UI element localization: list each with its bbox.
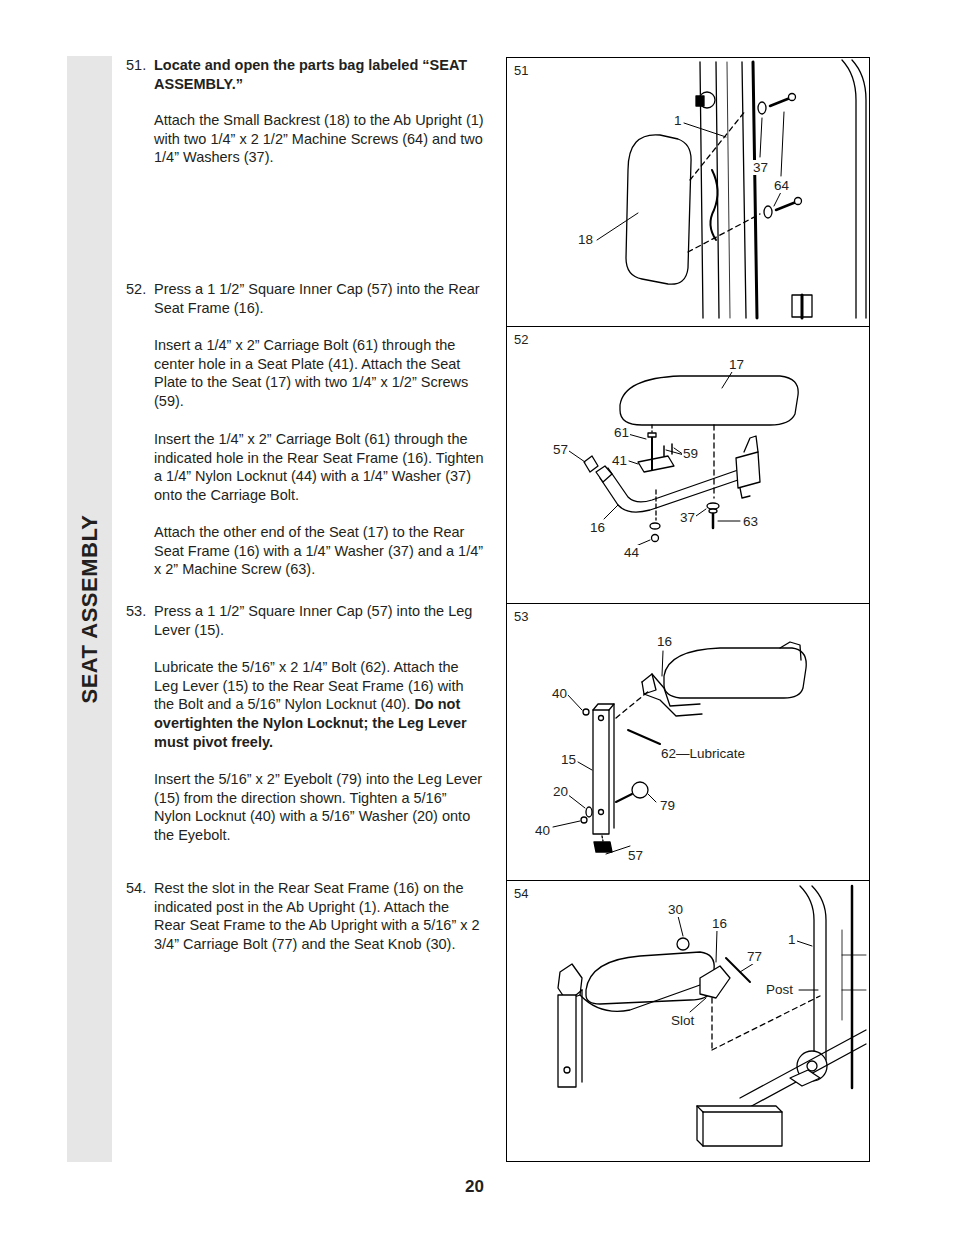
- paragraph: Lubricate the 5/16” x 2 1/4” Bolt (62). …: [154, 658, 484, 752]
- callout-number: Slot: [670, 1013, 695, 1028]
- section-title: SEAT ASSEMBLY: [77, 514, 103, 703]
- step-instruction: Attach the other end of the Seat (17) to…: [154, 523, 484, 579]
- callout-number: 16: [589, 520, 606, 535]
- step-instruction: Insert the 5/16” x 2” Eyebolt (79) into …: [154, 770, 484, 845]
- callout-number: 20: [552, 784, 569, 799]
- step-number: 52.: [126, 280, 146, 299]
- callout-number: 57: [627, 848, 644, 863]
- step-instruction: Rest the slot in the Rear Seat Frame (16…: [154, 879, 484, 954]
- callout-number: 62—Lubricate: [660, 746, 746, 761]
- step-52-drawing: [569, 372, 798, 546]
- page-number: 20: [465, 1177, 484, 1197]
- callout-number: 63: [742, 514, 759, 529]
- callout-number: 79: [659, 798, 676, 813]
- step-instruction: Press a 1 1/2” Square Inner Cap (57) int…: [154, 602, 484, 639]
- step-53-drawing: [553, 642, 806, 854]
- callout-number: 41: [611, 453, 628, 468]
- panel-number: 54: [514, 886, 528, 901]
- section-band: SEAT ASSEMBLY: [67, 56, 112, 1162]
- step-instruction: Insert a 1/4” x 2” Carriage Bolt (61) th…: [154, 336, 484, 411]
- step-panel: 51: [506, 57, 870, 327]
- callout-number: 40: [551, 686, 568, 701]
- callout-number: 30: [667, 902, 684, 917]
- callout-number: Post: [765, 982, 794, 997]
- panel-number: 51: [514, 63, 528, 78]
- callout-number: 37: [679, 510, 696, 525]
- callout-number: 16: [711, 916, 728, 931]
- callout-number: 61: [613, 425, 630, 440]
- callout-number: 44: [623, 545, 640, 560]
- callout-number: 18: [577, 232, 594, 247]
- callout-number: 16: [656, 634, 673, 649]
- panel-number: 53: [514, 609, 528, 624]
- step-number: 53.: [126, 602, 146, 621]
- step-instruction: Press a 1 1/2” Square Inner Cap (57) int…: [154, 280, 484, 317]
- callout-number: 59: [682, 446, 699, 461]
- step-heading: Locate and open the parts bag labeled “S…: [154, 56, 484, 93]
- callout-number: 40: [534, 823, 551, 838]
- panel-number: 52: [514, 332, 528, 347]
- callout-number: 64: [773, 178, 790, 193]
- step-54-drawing: [558, 886, 866, 1146]
- callout-number: 1: [673, 113, 683, 128]
- callout-number: 77: [746, 949, 763, 964]
- callout-number: 57: [552, 442, 569, 457]
- step-panel: 52: [506, 326, 870, 604]
- callout-number: 15: [560, 752, 577, 767]
- step-panel: 53: [506, 603, 870, 881]
- step-number: 54.: [126, 879, 146, 898]
- step-51-drawing: [597, 60, 866, 318]
- step-instruction: Attach the Small Backrest (18) to the Ab…: [154, 111, 484, 167]
- callout-number: 17: [728, 357, 745, 372]
- step-instruction: Insert the 1/4” x 2” Carriage Bolt (61) …: [154, 430, 484, 505]
- callout-number: 37: [752, 160, 769, 175]
- step-number: 51.: [126, 56, 146, 75]
- callout-number: 1: [787, 932, 797, 947]
